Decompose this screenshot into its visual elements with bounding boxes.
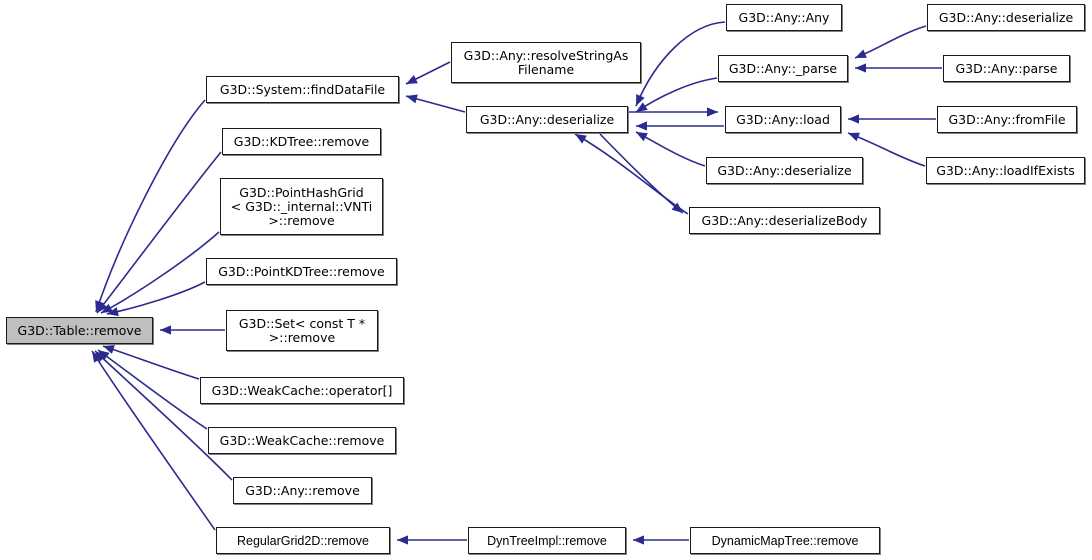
graph-node-any_remove[interactable]: G3D::Any::remove [233, 477, 372, 504]
graph-node-label: DynamicMapTree::remove [711, 533, 859, 548]
graph-arrowhead [636, 94, 645, 106]
graph-node-label: G3D::Any::fromFile [948, 111, 1066, 127]
graph-arrowhead [633, 535, 644, 545]
graph-node-label: G3D::WeakCache::operator[] [211, 382, 393, 398]
graph-edge-kdtree_remove-to-table_remove [96, 151, 222, 314]
graph-arrowhead [671, 202, 683, 213]
graph-node-label: G3D::Any::deserialize [479, 111, 615, 127]
graph-edge-regulargrid2d_remove-to-table_remove [91, 350, 216, 531]
graph-node-weakcache_remove[interactable]: G3D::WeakCache::remove [208, 427, 396, 454]
graph-arrowhead [636, 102, 648, 112]
graph-node-label: G3D::Any::remove [245, 482, 360, 498]
graph-node-label: G3D::Any::loadIfExists [936, 162, 1075, 178]
graph-arrowhead [101, 303, 113, 313]
graph-node-table_remove[interactable]: G3D::Table::remove [6, 317, 153, 344]
graph-node-dynamicmaptree_remove[interactable]: DynamicMapTree::remove [690, 527, 880, 554]
graph-node-label: G3D::KDTree::remove [233, 133, 370, 149]
graph-node-kdtree_remove[interactable]: G3D::KDTree::remove [222, 128, 381, 155]
graph-arrowhead [107, 307, 119, 317]
graph-node-any_parse_internal[interactable]: G3D::Any::_parse [718, 55, 848, 82]
graph-node-regulargrid2d_remove[interactable]: RegularGrid2D::remove [216, 527, 390, 554]
graph-node-any_parse[interactable]: G3D::Any::parse [943, 55, 1070, 82]
graph-node-label: G3D::WeakCache::remove [219, 432, 385, 448]
graph-arrowhead [406, 74, 418, 84]
graph-arrowhead [636, 121, 647, 131]
graph-node-label: G3D::System::findDataFile [219, 81, 386, 97]
graph-arrowhead [92, 351, 102, 363]
graph-edge-find_data_file-to-table_remove [95, 99, 206, 313]
graph-node-any_deserialize_2[interactable]: G3D::Any::deserialize [706, 157, 863, 184]
graph-node-label: G3D::PointHashGrid < G3D::_internal::VNT… [230, 184, 373, 228]
graph-edge-weakcache_remove-to-table_remove [97, 349, 208, 430]
graph-node-label: G3D::Any::resolveStringAs Filename [463, 47, 629, 77]
graph-arrowhead [103, 345, 115, 354]
graph-edge-pointkdtree_remove-to-table_remove [106, 281, 206, 315]
graph-node-any_loadifexists[interactable]: G3D::Any::loadIfExists [926, 157, 1085, 184]
graph-node-label: DynTreeImpl::remove [487, 533, 607, 548]
graph-arrowhead [575, 134, 587, 144]
graph-arrowhead [855, 63, 866, 73]
graph-node-label: G3D::Any::deserializeBody [701, 212, 868, 228]
graph-node-find_data_file[interactable]: G3D::System::findDataFile [206, 76, 399, 103]
graph-node-resolve_string[interactable]: G3D::Any::resolveStringAs Filename [451, 42, 641, 83]
graph-node-pointkdtree_remove[interactable]: G3D::PointKDTree::remove [206, 258, 397, 285]
graph-node-label: G3D::Table::remove [17, 322, 142, 338]
graph-node-set_remove[interactable]: G3D::Set< const T * >::remove [226, 310, 378, 351]
graph-edge-any_deserialize_body-to-any_deserialize_main [574, 133, 689, 215]
graph-node-any_load[interactable]: G3D::Any::load [725, 106, 841, 133]
graph-node-label: G3D::Any::_parse [728, 60, 838, 76]
graph-arrowhead [160, 325, 171, 335]
graph-node-label: G3D::Any::deserialize [938, 9, 1074, 25]
graph-edge-any_any-to-any_deserialize_main [635, 21, 726, 107]
graph-arrowhead [406, 94, 418, 104]
graph-arrowhead [707, 107, 718, 117]
graph-edge-any_remove-to-table_remove [94, 350, 233, 481]
graph-node-label: G3D::PointKDTree::remove [218, 263, 385, 279]
graph-edge-any_deserialize_2-to-any_deserialize_main [635, 131, 706, 167]
graph-arrowhead [95, 351, 107, 362]
graph-node-any_deserialize_body[interactable]: G3D::Any::deserializeBody [689, 207, 880, 234]
graph-node-label: G3D::Set< const T * >::remove [238, 315, 366, 345]
graph-arrowhead [636, 132, 648, 142]
graph-node-any_deserialize_main[interactable]: G3D::Any::deserialize [466, 106, 628, 133]
graph-node-pointhashgrid_remove[interactable]: G3D::PointHashGrid < G3D::_internal::VNT… [220, 178, 383, 235]
graph-node-any_any[interactable]: G3D::Any::Any [726, 4, 842, 31]
graph-node-label: G3D::Any::load [736, 111, 830, 127]
graph-node-label: G3D::Any::Any [738, 9, 830, 25]
graph-edge-any_parse_internal-to-any_deserialize_main [635, 77, 718, 113]
graph-arrowhead [397, 535, 408, 545]
graph-node-any_deserialize_far[interactable]: G3D::Any::deserialize [927, 4, 1085, 31]
graph-edge-pointhashgrid_remove-to-table_remove [100, 231, 220, 314]
graph-node-any_fromfile[interactable]: G3D::Any::fromFile [937, 106, 1077, 133]
graph-node-label: G3D::Any::deserialize [717, 162, 852, 178]
graph-node-label: G3D::Any::parse [955, 60, 1058, 76]
graph-node-label: RegularGrid2D::remove [237, 533, 369, 548]
graph-edge-any_deserialize_far-to-any_parse_internal [854, 25, 927, 59]
graph-arrowhead [97, 301, 108, 313]
graph-edge-weakcache_operator-to-table_remove [102, 345, 200, 380]
graph-arrowhead [848, 114, 859, 124]
graph-node-weakcache_operator[interactable]: G3D::WeakCache::operator[] [200, 377, 404, 404]
graph-node-dyntreeimpl_remove[interactable]: DynTreeImpl::remove [468, 527, 626, 554]
graph-arrowhead [848, 132, 860, 142]
graph-arrowhead [855, 49, 867, 58]
